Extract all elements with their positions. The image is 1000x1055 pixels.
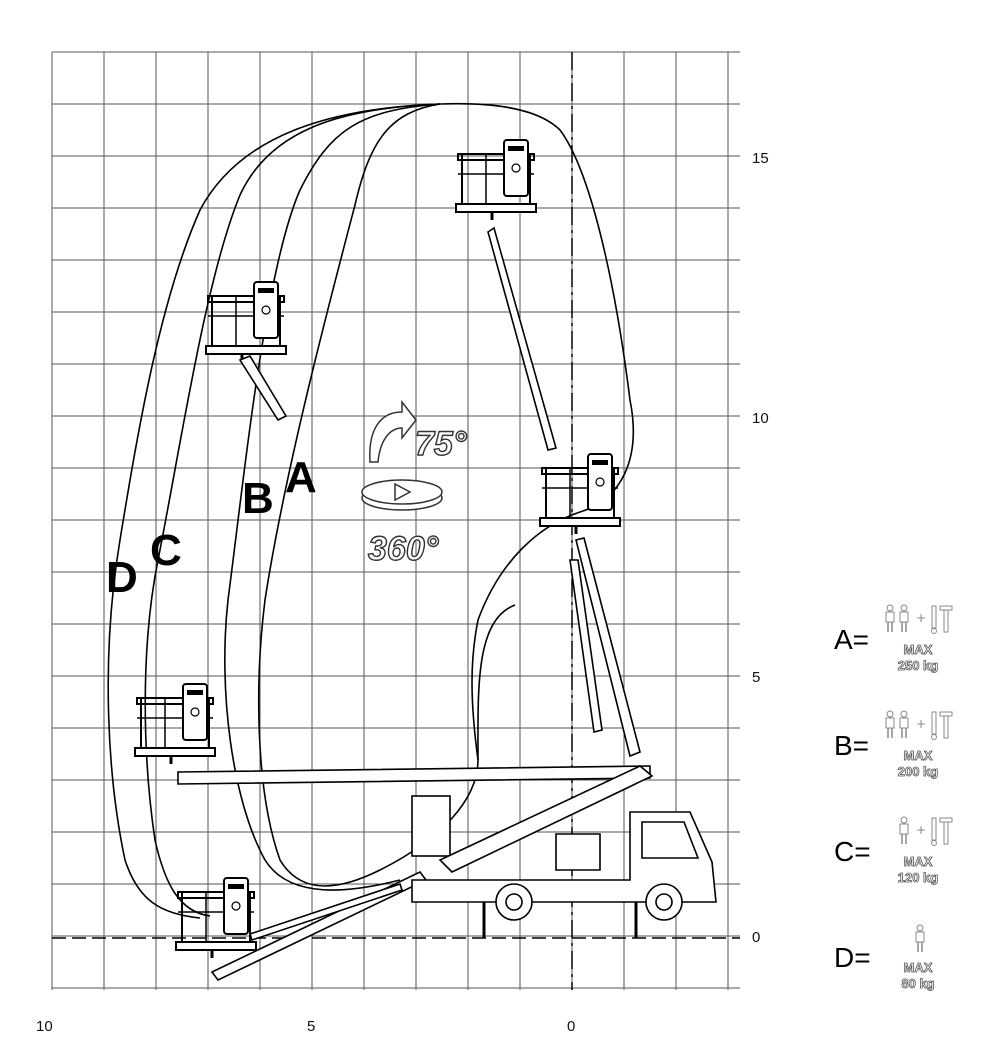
envelope-a xyxy=(257,103,516,887)
svg-text:+: + xyxy=(916,611,926,625)
y-tick-label: 15 xyxy=(752,150,769,167)
boom-stowed xyxy=(438,765,654,873)
x-tick-label: 5 xyxy=(307,1018,315,1035)
zone-label-b: B xyxy=(242,474,274,523)
legend-icon-c: + xyxy=(899,816,953,846)
y-tick-label: 0 xyxy=(752,929,760,946)
envelope-upper-right xyxy=(439,102,634,761)
turret xyxy=(555,833,601,871)
truck-body xyxy=(411,811,717,903)
legend-load-b: 200 kg xyxy=(897,764,939,780)
envelope-b xyxy=(224,103,441,891)
legend-key-c: C= xyxy=(834,836,871,867)
slewing-arrow-icon xyxy=(361,479,443,511)
legend-key-a: A= xyxy=(834,624,870,655)
platform-upper-left xyxy=(204,280,288,364)
platform-right xyxy=(538,452,622,536)
envelope-d xyxy=(107,103,441,919)
zone-label-c: C xyxy=(150,526,182,575)
slewing-angle: 360° xyxy=(368,530,439,568)
x-tick-label: 0 xyxy=(567,1018,575,1035)
legend-icon-d xyxy=(915,924,925,953)
legend-max-d: MAX xyxy=(903,960,933,976)
svg-text:+: + xyxy=(916,717,926,731)
boom-horizontal xyxy=(177,765,651,785)
boom-right-upper xyxy=(575,537,641,758)
zone-label-a: A xyxy=(285,453,317,502)
y-tick-label: 10 xyxy=(752,410,769,427)
elevation-arrow-icon xyxy=(369,399,417,463)
truck-basket-stowed xyxy=(411,795,451,857)
legend-load-a: 250 kg xyxy=(897,658,939,674)
svg-text:+: + xyxy=(916,823,926,837)
legend-key-d: D= xyxy=(834,942,871,973)
legend-icon-b: + xyxy=(885,710,953,740)
platform-below-ground xyxy=(174,876,258,960)
x-tick-label: 10 xyxy=(36,1018,53,1035)
boom-right-lower xyxy=(569,559,603,733)
boom-telescopic-high xyxy=(487,226,557,451)
boom-upper-left xyxy=(238,355,288,422)
legend-icon-a: + xyxy=(885,604,953,634)
elevation-angle: 75° xyxy=(415,425,467,463)
envelope-c xyxy=(144,103,441,917)
zone-label-d: D xyxy=(106,553,138,602)
y-tick-label: 5 xyxy=(752,669,760,686)
truck-window xyxy=(641,821,700,859)
legend-load-c: 120 kg xyxy=(897,870,939,886)
boom-lower-secondary xyxy=(248,882,404,942)
booms xyxy=(177,226,651,982)
working-envelopes xyxy=(107,102,634,919)
legend-key-b: B= xyxy=(834,730,870,761)
legend-load-d: 80 kg xyxy=(901,976,935,992)
truck xyxy=(411,765,717,938)
platform-max-outreach xyxy=(133,682,217,766)
legend-max-a: MAX xyxy=(903,642,933,658)
legend-max-c: MAX xyxy=(903,854,933,870)
legend-max-b: MAX xyxy=(903,748,933,764)
